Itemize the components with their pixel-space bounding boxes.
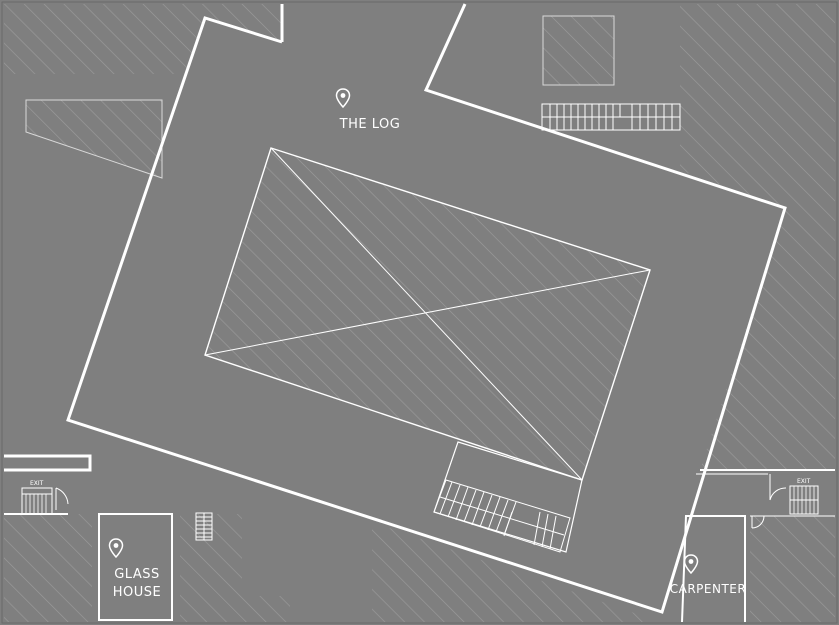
location-pin-icon[interactable] <box>683 554 699 574</box>
hatch-left-strip <box>25 99 163 179</box>
atrium-diagonal-2 <box>204 269 651 356</box>
hatch-central-atrium <box>205 148 650 480</box>
building-wall-main <box>66 3 787 614</box>
location-pin-icon[interactable] <box>108 538 124 558</box>
exit-sign-left: EXIT <box>30 480 44 487</box>
hatch-top-square <box>542 15 615 86</box>
hatch-bottom-center <box>372 522 660 622</box>
hatch-bottom-left <box>4 514 92 622</box>
left-corridor <box>4 454 92 515</box>
atrium-diagonal-1 <box>270 147 583 481</box>
glass-house-line2: HOUSE <box>112 585 162 600</box>
glass-house-line1: GLASS <box>114 567 160 582</box>
staircase-small <box>195 512 213 541</box>
staircase-center <box>433 479 571 553</box>
room-glass-house[interactable] <box>98 513 173 621</box>
location-label-glass-house[interactable]: GLASS HOUSE <box>100 566 174 602</box>
hatched-zones <box>4 4 835 622</box>
hatch-top-right <box>680 4 835 470</box>
hatch-top-left <box>4 4 282 74</box>
location-label-carpenter[interactable]: CARPENTER <box>669 582 747 596</box>
hatch-bottom-right <box>750 516 835 622</box>
location-pin-icon[interactable] <box>335 88 351 108</box>
staircase-top-right <box>541 103 681 131</box>
carpenter-door <box>751 515 765 529</box>
exit-sign-right: EXIT <box>797 478 811 485</box>
hatch-bottom-mid-left <box>180 514 290 622</box>
stair-landing <box>433 441 583 553</box>
location-label-the-log[interactable]: THE LOG <box>339 117 401 132</box>
room-carpenter[interactable] <box>681 515 746 623</box>
